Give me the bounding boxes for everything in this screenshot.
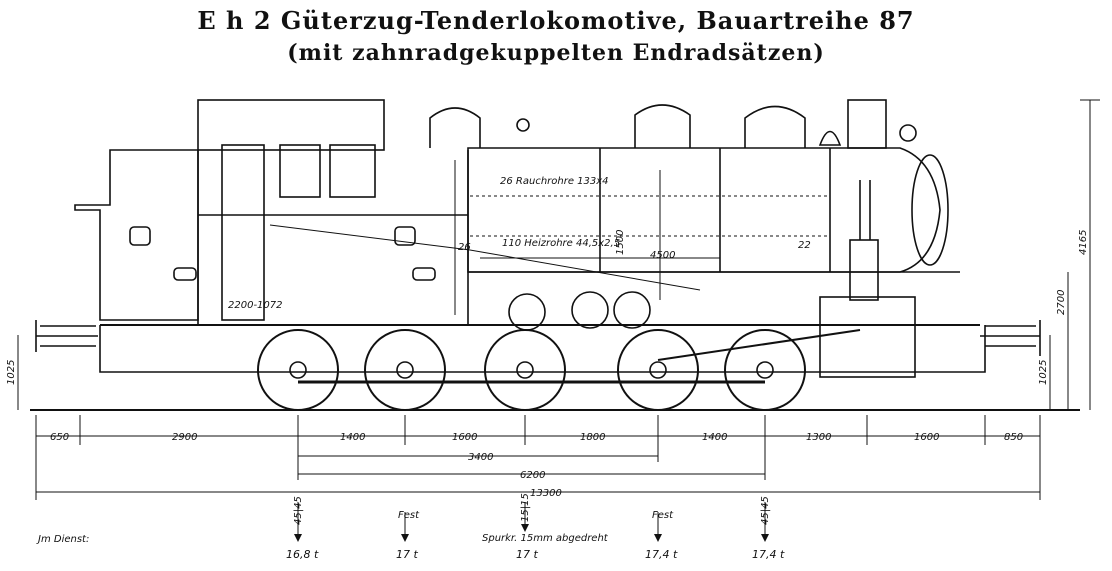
steam-dome-1 (429, 107, 481, 148)
heizrohre-label: 110 Heizrohre 44,5x2,5 (502, 238, 620, 249)
wheel-1 (257, 329, 339, 411)
dim-1500-label: 1500 (615, 230, 626, 255)
tube-length-label: 4500 (650, 250, 675, 261)
dim-1800: 1800 (580, 432, 605, 443)
dim-1400b: 1400 (702, 432, 727, 443)
dim-1400a: 1400 (340, 432, 365, 443)
dim-13300: 13300 (530, 488, 562, 499)
steam-dome-2 (634, 104, 691, 148)
dim-26-label: 26 (458, 242, 471, 253)
front-buffer (980, 320, 1041, 356)
cab-body (197, 150, 469, 326)
dim-1600b: 1600 (914, 432, 939, 443)
boiler (467, 147, 941, 273)
wheel-5 (724, 329, 806, 411)
page-title: E h 2 Güterzug-Tenderlokomotive, Bauartr… (197, 6, 915, 35)
wheel-3 (484, 329, 566, 411)
height-2700: 2700 (1056, 290, 1067, 315)
mark-axle4: Fest (652, 510, 674, 521)
cylinder (819, 296, 916, 378)
weight-axle3: 17 t (516, 548, 538, 561)
height-1025-left: 1025 (6, 360, 17, 385)
connecting-rod (657, 329, 861, 361)
chimney (847, 99, 887, 149)
dim-2900: 2900 (172, 432, 197, 443)
mark-axle2: Fest (398, 510, 420, 521)
coal-bunker (74, 149, 199, 321)
in-service-label: Jm Dienst: (36, 534, 89, 545)
page-subtitle: (mit zahnradgekuppelten Endradsätzen) (287, 40, 825, 66)
dim-850: 850 (1004, 432, 1023, 443)
dim-650: 650 (50, 432, 69, 443)
rauchrohre-label: 26 Rauchrohre 133x4 (500, 176, 609, 187)
smokebox-door (911, 154, 949, 266)
spurkranz-note: Spurkr. 15mm abgedreht (482, 533, 609, 544)
dim-6200: 6200 (520, 470, 545, 481)
dim-1600a: 1600 (452, 432, 477, 443)
height-1025-right: 1025 (1038, 360, 1049, 385)
weight-axle5: 17,4 t (752, 548, 785, 561)
dim-22-label: 22 (798, 240, 811, 251)
wheel-2 (364, 329, 446, 411)
weight-axle4: 17,4 t (645, 548, 678, 561)
weight-axle1: 16,8 t (286, 548, 319, 561)
height-4165: 4165 (1078, 230, 1089, 255)
mark-axle3: 15|15 (520, 493, 531, 522)
cab-roof (197, 99, 385, 151)
dim-1300: 1300 (806, 432, 831, 443)
rear-buffer (35, 320, 98, 352)
mark-axle5: 45|45 (760, 496, 771, 525)
weight-axle2: 17 t (396, 548, 418, 561)
dim-3400: 3400 (468, 452, 493, 463)
dim-2200-label: 2200-1072 (228, 300, 283, 311)
mark-axle1: 45|45 (293, 496, 304, 525)
sand-dome (744, 105, 806, 148)
wheel-4 (617, 329, 699, 411)
